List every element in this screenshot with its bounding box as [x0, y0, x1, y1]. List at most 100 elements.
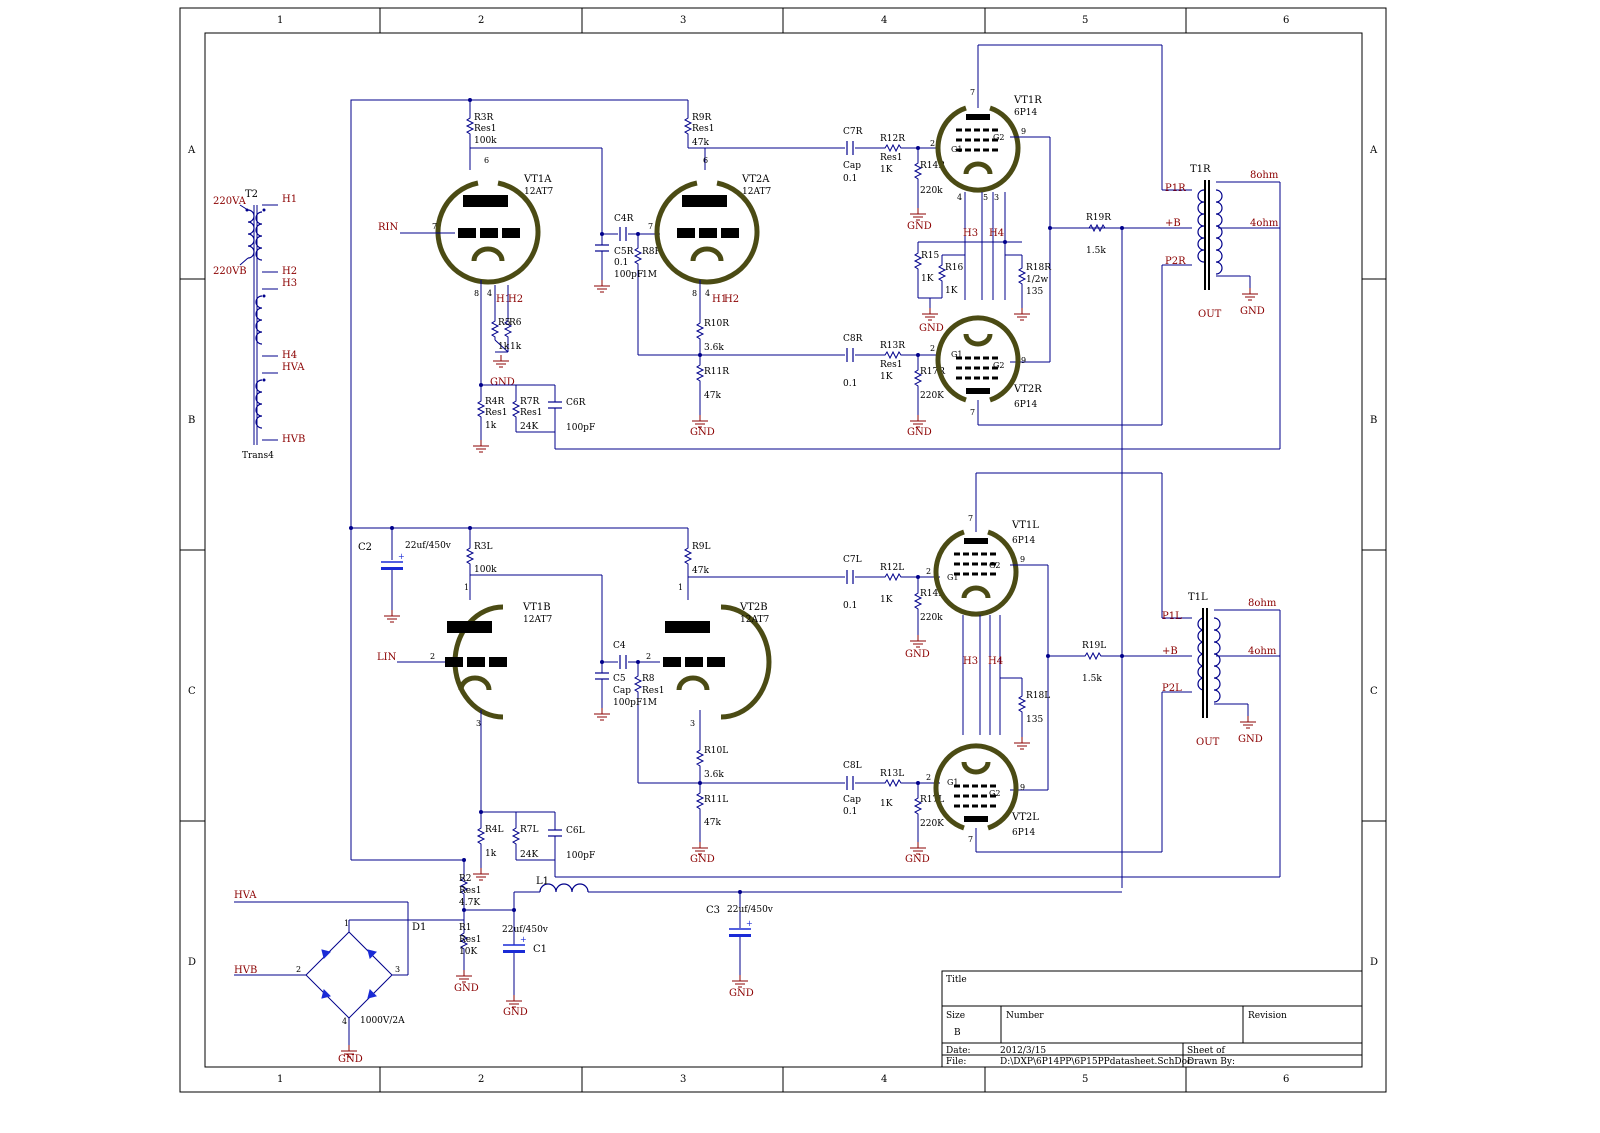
r9r-ref: R9R	[692, 113, 712, 123]
net-h2: H2	[282, 266, 297, 277]
gnd-label: GND	[454, 983, 479, 994]
vt2a-pin6: 6	[703, 156, 708, 165]
tb-title-label: Title	[946, 975, 967, 985]
d1-ref: D1	[412, 922, 426, 933]
vt2r-g2: G2	[993, 361, 1004, 370]
vt1r-pin3: 3	[994, 193, 999, 202]
r12r-value: 1K	[880, 165, 893, 175]
vt2a-pin4: 4	[705, 289, 710, 298]
r13r-value: 1K	[880, 372, 893, 382]
vt2l-ref: VT2L	[1011, 812, 1039, 823]
r7l-ref: R7L	[520, 825, 539, 835]
r19l-value: 1.5k	[1082, 674, 1102, 684]
net-8ohm-l: 8ohm	[1248, 598, 1277, 609]
tb-file-label: File:	[946, 1057, 966, 1067]
net-lin: LIN	[377, 652, 397, 663]
d1-pin3: 3	[395, 965, 400, 974]
c8r-value: 0.1	[843, 379, 857, 389]
row-label-c-right: C	[1370, 686, 1378, 697]
border-row-labels: A B C D A B C D	[187, 145, 1378, 968]
vt2r-ref: VT2R	[1013, 384, 1042, 395]
c6r-value: 100pF	[566, 423, 595, 433]
c7r-type: Cap	[843, 161, 861, 171]
col-label-2: 2	[478, 15, 484, 26]
r2-type: Res1	[459, 886, 481, 896]
vt1r-pin4: 4	[957, 193, 962, 202]
r17r-value: 220K	[920, 391, 944, 401]
bplus-rail	[349, 98, 688, 861]
r8-type: Res1	[642, 686, 664, 696]
tb-sheet-label: Sheet of	[1187, 1046, 1226, 1056]
net-p2r: P2R	[1165, 256, 1186, 267]
c7r-value: 0.1	[843, 174, 857, 184]
d1-pin4: 4	[342, 1017, 347, 1026]
row-label-b: B	[188, 415, 195, 426]
left-channel: C2 22uf/450v R3L 100k VT1B 12AT7 1 2 3 L…	[358, 472, 1281, 881]
net-hva: HVA	[282, 362, 305, 373]
r4r-ref: R4R	[485, 397, 505, 407]
vt2r-type: 6P14	[1014, 400, 1038, 410]
c1-ref: C1	[533, 944, 547, 955]
net-8ohm-r: 8ohm	[1250, 170, 1279, 181]
vt1l-pin7: 7	[968, 514, 973, 523]
r16-ref: R16	[945, 263, 964, 273]
r14r-ref: R14R	[920, 161, 945, 171]
net-h3: H3	[963, 228, 978, 239]
vt1r-pin7: 7	[970, 88, 975, 97]
c1-value: 22uf/450v	[502, 925, 549, 935]
r1-ref: R1	[459, 923, 472, 933]
c8l-ref: C8L	[843, 761, 862, 771]
r7r-ref: R7R	[520, 397, 540, 407]
col-label-4-bottom: 4	[881, 1074, 887, 1085]
gnd-label: GND	[1240, 306, 1265, 317]
d1-pin1: 1	[344, 919, 349, 928]
r4l-ref: R4L	[485, 825, 504, 835]
gnd-label: GND	[503, 1007, 528, 1018]
vt2l-type: 6P14	[1012, 828, 1036, 838]
vt2l-pin7: 7	[968, 835, 973, 844]
r13r-ref: R13R	[880, 341, 905, 351]
net-out-r: OUT	[1198, 309, 1222, 320]
vt1r-g2: G2	[993, 133, 1004, 142]
gnd-label: GND	[690, 854, 715, 865]
row-label-c: C	[188, 686, 196, 697]
c8l-value: 0.1	[843, 807, 857, 817]
c7l-ref: C7L	[843, 555, 862, 565]
c4-ref: C4	[613, 641, 626, 651]
net-hva-supply: HVA	[234, 890, 257, 901]
tb-drawn-label: Drawn By:	[1187, 1057, 1235, 1067]
power-supply: HVA HVB 1 2 3 4 D1 1000V/2A GND R2 Res1 …	[234, 858, 1122, 1065]
c4-type: Cap	[613, 686, 631, 696]
vt1l-ref: VT1L	[1011, 520, 1039, 531]
r12r-type: Res1	[880, 153, 902, 163]
r3l-ref: R3L	[474, 542, 493, 552]
c8r-ref: C8R	[843, 334, 863, 344]
vt1r-pin5: 5	[983, 193, 988, 202]
vt1a-pin8: 8	[474, 289, 479, 298]
vt2l-g2: G2	[989, 789, 1000, 798]
c3-value: 22uf/450v	[727, 905, 774, 915]
gnd-label: GND	[690, 427, 715, 438]
vt1b-pin1: 1	[464, 583, 469, 592]
right-channel: R3R Res1 100k VT1A 12AT7 6 7 8 4 H1 H2 R…	[378, 44, 1281, 888]
vt2a-h1: H1	[712, 294, 727, 305]
power-transformer-t2: 220VA 220VB T2 H1 H2 H3 H4 HVA HVB Trans…	[213, 189, 305, 461]
gnd-label: GND	[729, 988, 754, 999]
vt1r-g1: G1	[951, 145, 962, 154]
vt2b-pin1: 1	[678, 583, 683, 592]
r6-ref: R6	[509, 318, 522, 328]
vt1r-ref: VT1R	[1013, 95, 1042, 106]
net-hvb-supply: HVB	[234, 965, 257, 976]
net-h3-l: H3	[963, 656, 978, 667]
c2-ref: C2	[358, 542, 372, 553]
vt1b-pin2: 2	[430, 652, 435, 661]
r2-ref: R2	[459, 874, 472, 884]
tb-revision-label: Revision	[1248, 1011, 1287, 1021]
vt2l-g1: G1	[947, 778, 958, 787]
r14l-value: 220k	[920, 613, 943, 623]
col-label-6-bottom: 6	[1283, 1074, 1289, 1085]
r19r-ref: R19R	[1086, 213, 1111, 223]
r9l-ref: R9L	[692, 542, 711, 552]
vt1a-pin7: 7	[432, 222, 437, 231]
r8r-ref: R8R	[642, 247, 662, 257]
